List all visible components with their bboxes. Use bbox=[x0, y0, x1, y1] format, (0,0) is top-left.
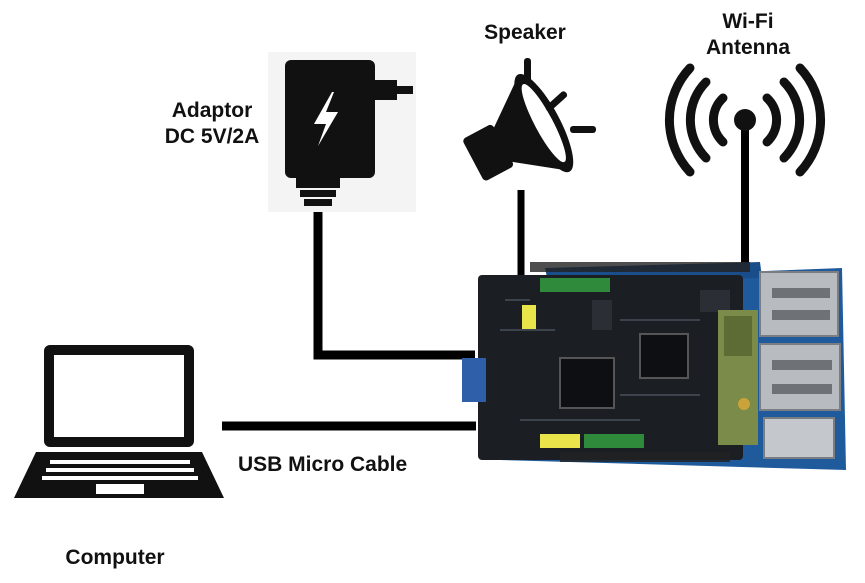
wifi-antenna-icon bbox=[664, 63, 826, 177]
usb-cable-label: USB Micro Cable bbox=[238, 452, 458, 478]
power-adaptor-icon bbox=[268, 52, 416, 212]
computer-label: Computer bbox=[40, 545, 190, 571]
speaker-icon bbox=[463, 58, 596, 181]
speaker-label-text: Speaker bbox=[484, 21, 566, 44]
adaptor-label-line1: Adaptor bbox=[171, 99, 253, 122]
wifi-label-line2: Antenna bbox=[706, 36, 790, 59]
dev-board-image bbox=[462, 262, 846, 470]
adaptor-cable bbox=[313, 212, 475, 360]
wifi-antenna-label: Wi-Fi Antenna bbox=[683, 9, 813, 61]
adaptor-label-line2: DC 5V/2A bbox=[164, 125, 260, 148]
wifi-label-line1: Wi-Fi bbox=[722, 10, 774, 33]
computer-label-text: Computer bbox=[65, 546, 165, 569]
usb-cable-label-text: USB Micro Cable bbox=[238, 453, 408, 476]
speaker-label: Speaker bbox=[460, 20, 590, 46]
adaptor-label: Adaptor DC 5V/2A bbox=[142, 98, 282, 150]
laptop-icon bbox=[14, 345, 224, 498]
